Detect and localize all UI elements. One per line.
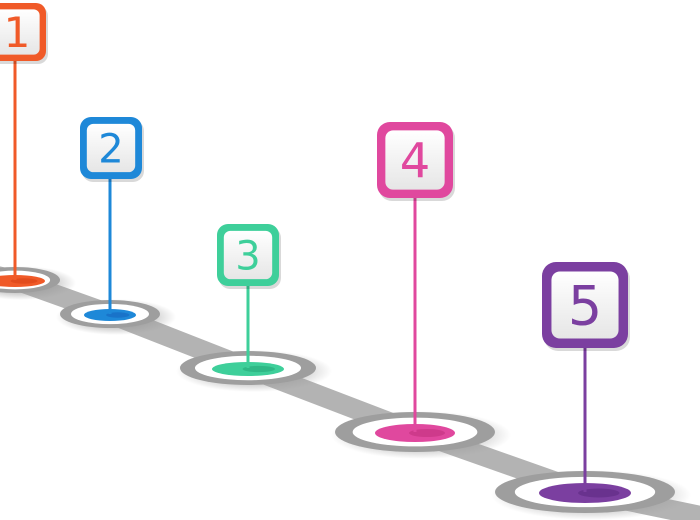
- marker-3-number: 3: [235, 233, 260, 279]
- marker-4-base: [331, 411, 511, 459]
- marker-1-number: 1: [4, 8, 31, 57]
- marker-1-badge-face: [0, 9, 40, 55]
- marker-5-number: 5: [568, 274, 602, 337]
- marker-5-base: [491, 470, 691, 520]
- marker-5-badge: 5: [542, 262, 630, 351]
- marker-2-badge: 2: [80, 117, 144, 182]
- marker-3-base: [176, 350, 332, 392]
- marker-3-badge-face: [223, 230, 273, 280]
- marker-5-dot-shade: [578, 488, 620, 498]
- marker-3-dot-shade: [242, 365, 275, 373]
- marker-2-dot-shade: [106, 312, 130, 318]
- marker-4-badge-face: [385, 130, 445, 190]
- marker-1-badge: 1: [0, 3, 48, 64]
- marker-2-number: 2: [98, 126, 123, 172]
- marker-1-dot-shade: [10, 278, 38, 284]
- marker-2-base: [56, 299, 176, 335]
- marker-3-badge: 3: [217, 224, 281, 289]
- marker-4-badge: 4: [377, 122, 455, 201]
- marker-4-dot-shade: [409, 428, 445, 438]
- marker-4-number: 4: [400, 133, 431, 189]
- marker-5-badge-face: [551, 271, 619, 339]
- marker-2-badge-face: [86, 123, 136, 173]
